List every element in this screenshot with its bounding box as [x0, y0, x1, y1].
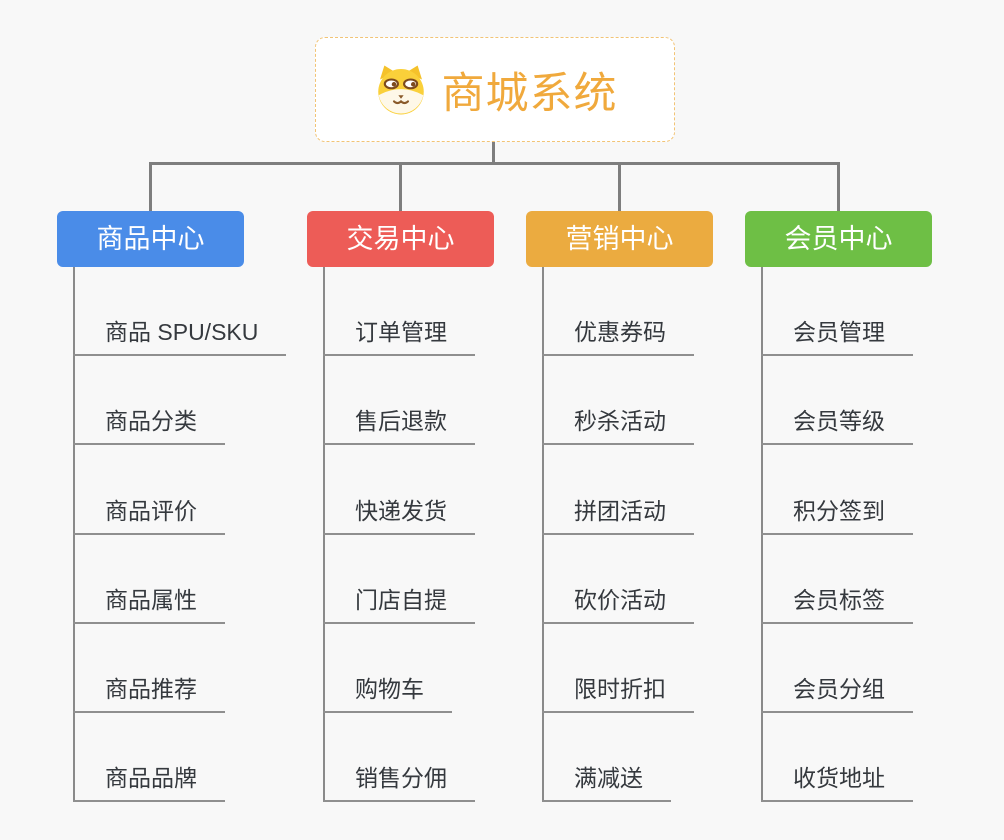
node-item[interactable]: 快递发货 — [323, 498, 475, 535]
root-node[interactable]: 商城系统 — [315, 37, 675, 142]
node-item[interactable]: 商品推荐 — [73, 676, 225, 713]
branch-header-products[interactable]: 商品中心 — [57, 211, 244, 267]
node-item[interactable]: 砍价活动 — [542, 587, 694, 624]
node-item[interactable]: 订单管理 — [323, 319, 475, 356]
root-title: 商城系统 — [441, 69, 618, 118]
branch-products: 商品中心 商品 SPU/SKU 商品分类 商品评价 商品属性 商品推荐 商品品牌 — [57, 211, 317, 840]
connector-bus-line — [149, 162, 840, 165]
node-item[interactable]: 商品评价 — [73, 498, 225, 535]
connector-drop-line — [149, 165, 152, 211]
connector-drop-line — [618, 165, 621, 211]
node-item[interactable]: 商品 SPU/SKU — [73, 319, 287, 356]
node-item[interactable]: 优惠券码 — [542, 319, 694, 356]
node-item[interactable]: 商品分类 — [73, 408, 225, 445]
connector-drop-line — [837, 165, 840, 211]
node-item[interactable]: 会员分组 — [761, 676, 913, 713]
node-item[interactable]: 限时折扣 — [542, 676, 694, 713]
node-item[interactable]: 销售分佣 — [323, 765, 475, 802]
branch-marketing: 营销中心 优惠券码 秒杀活动 拼团活动 砍价活动 限时折扣 满减送 — [526, 211, 786, 840]
branch-trade: 交易中心 订单管理 售后退款 快递发货 门店自提 购物车 销售分佣 — [307, 211, 567, 840]
node-item[interactable]: 商品品牌 — [73, 765, 225, 802]
node-item[interactable]: 会员标签 — [761, 587, 913, 624]
node-item[interactable]: 秒杀活动 — [542, 408, 694, 445]
connector-root-stub — [492, 141, 495, 165]
node-item[interactable]: 收货地址 — [761, 765, 913, 802]
node-item[interactable]: 满减送 — [542, 765, 671, 802]
branch-header-members[interactable]: 会员中心 — [745, 211, 932, 267]
node-item[interactable]: 会员等级 — [761, 408, 913, 445]
branch-header-trade[interactable]: 交易中心 — [307, 211, 494, 267]
node-item[interactable]: 门店自提 — [323, 587, 475, 624]
connector-drop-line — [399, 165, 402, 211]
node-item[interactable]: 商品属性 — [73, 587, 225, 624]
node-item[interactable]: 拼团活动 — [542, 498, 694, 535]
node-item[interactable]: 积分签到 — [761, 498, 913, 535]
branch-members: 会员中心 会员管理 会员等级 积分签到 会员标签 会员分组 收货地址 — [745, 211, 1004, 840]
branch-header-marketing[interactable]: 营销中心 — [526, 211, 713, 267]
dog-face-icon — [377, 65, 424, 114]
node-item[interactable]: 售后退款 — [323, 408, 475, 445]
node-item[interactable]: 购物车 — [323, 676, 452, 713]
node-item[interactable]: 会员管理 — [761, 319, 913, 356]
